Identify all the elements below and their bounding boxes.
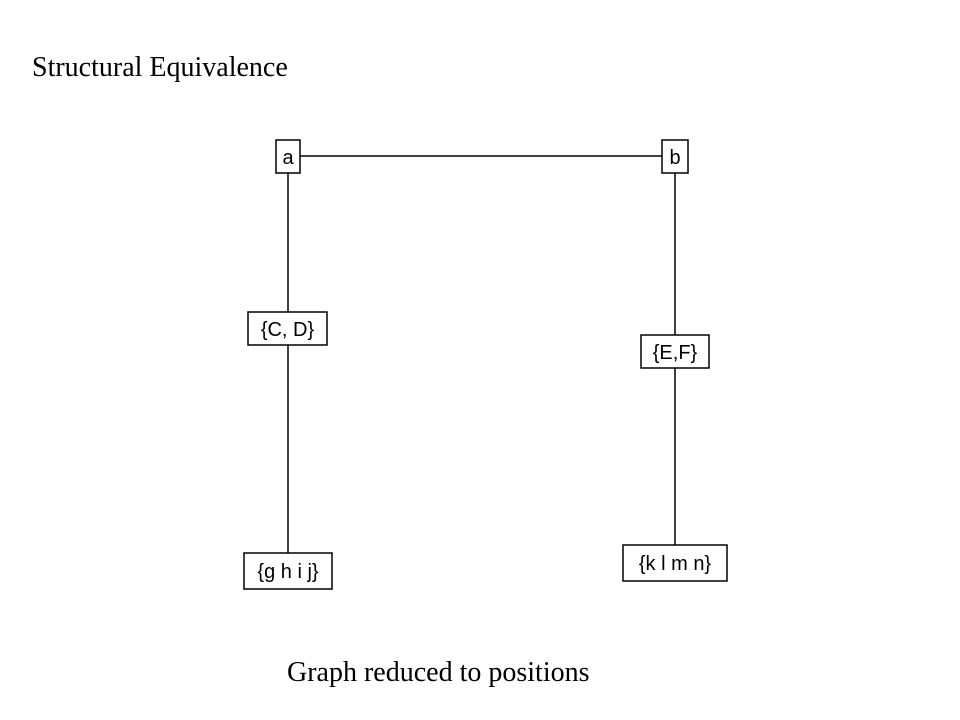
node-klmn: {k l m n}: [622, 544, 728, 582]
node-ghij: {g h i j}: [243, 552, 333, 590]
node-label: a: [282, 147, 294, 169]
slide-title: Structural Equivalence: [32, 52, 288, 83]
node-ef: {E,F}: [640, 334, 710, 369]
node-label: {E,F}: [653, 342, 698, 364]
node-label: {g h i j}: [257, 561, 318, 583]
node-label: b: [669, 147, 680, 169]
node-a: a: [275, 139, 301, 174]
node-label: {C, D}: [261, 319, 315, 341]
node-label: {k l m n}: [639, 553, 712, 575]
node-b: b: [661, 139, 689, 174]
node-cd: {C, D}: [247, 311, 328, 346]
caption: Graph reduced to positions: [287, 657, 590, 688]
